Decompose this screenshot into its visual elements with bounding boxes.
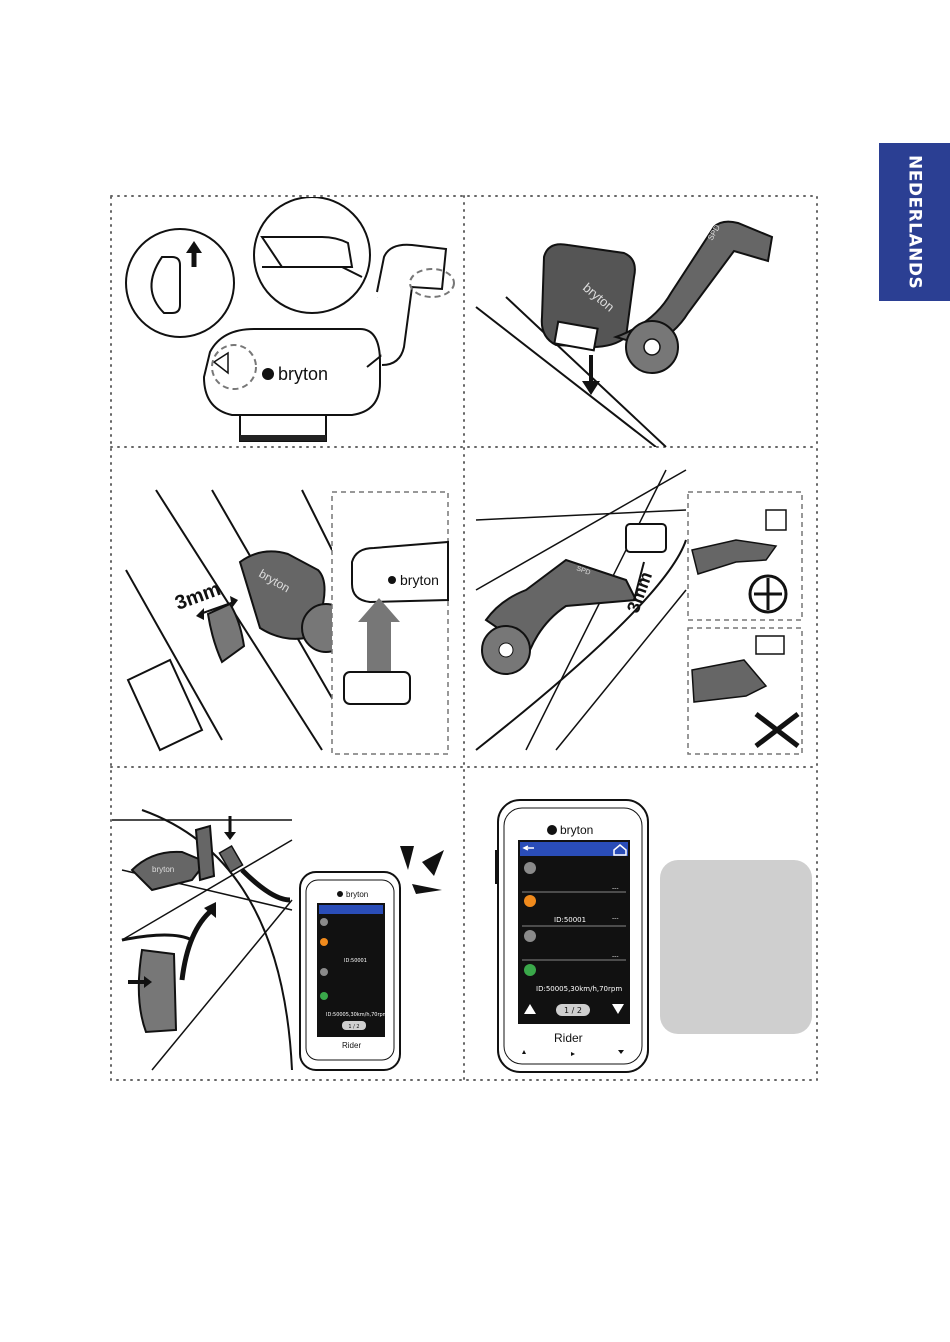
bryton-logo-icon (547, 825, 557, 835)
bryton-logo-icon (337, 891, 343, 897)
device-model: Rider (554, 1031, 583, 1045)
bryton-logo-icon (388, 576, 396, 584)
sensor-id-label: ID:50001 (554, 916, 586, 924)
status-dot (524, 964, 536, 976)
screen-header (520, 842, 628, 856)
panel-pairing-wheel: bryton bryton ID:50001 ID:50005,30km/h,7… (112, 770, 462, 1080)
page-indicator: 1 / 2 (348, 1024, 359, 1030)
sensor-id-label: ID:50005,30km/h,70rpm (536, 985, 622, 993)
bryton-logo-icon (262, 368, 274, 380)
brand-label: bryton (400, 572, 439, 588)
text-callout-box (660, 860, 812, 1034)
language-label: NEDERLANDS (905, 155, 925, 289)
svg-text:---: --- (612, 953, 619, 960)
device-brand: bryton (346, 890, 368, 899)
svg-text:---: --- (612, 915, 619, 922)
brand-label: bryton (152, 865, 174, 874)
device-brand: bryton (560, 823, 593, 837)
panel-sensor-distance: bryton 3mm bryton (112, 450, 462, 768)
page-indicator: 1 / 2 (564, 1006, 582, 1015)
panel-pairing-screen: bryton --- ID:50001 --- --- ID:50005,30k… (466, 770, 816, 1080)
brand-label: bryton (278, 364, 328, 384)
svg-text:---: --- (612, 885, 619, 892)
language-tab: NEDERLANDS (879, 143, 950, 301)
panel-sensor-mount: SPD bryton (466, 197, 816, 447)
status-dot (524, 862, 536, 874)
sensor-id-label: ID:50001 (344, 958, 367, 964)
panel-magnet-alignment: SPD 3mm (466, 450, 816, 768)
sensor-id-label: ID:50005,30km/h,70rpm (326, 1012, 388, 1018)
status-dot (524, 930, 536, 942)
status-dot (524, 895, 536, 907)
panel-sensor-overview: bryton (112, 197, 462, 447)
device-model: Rider (342, 1041, 361, 1050)
